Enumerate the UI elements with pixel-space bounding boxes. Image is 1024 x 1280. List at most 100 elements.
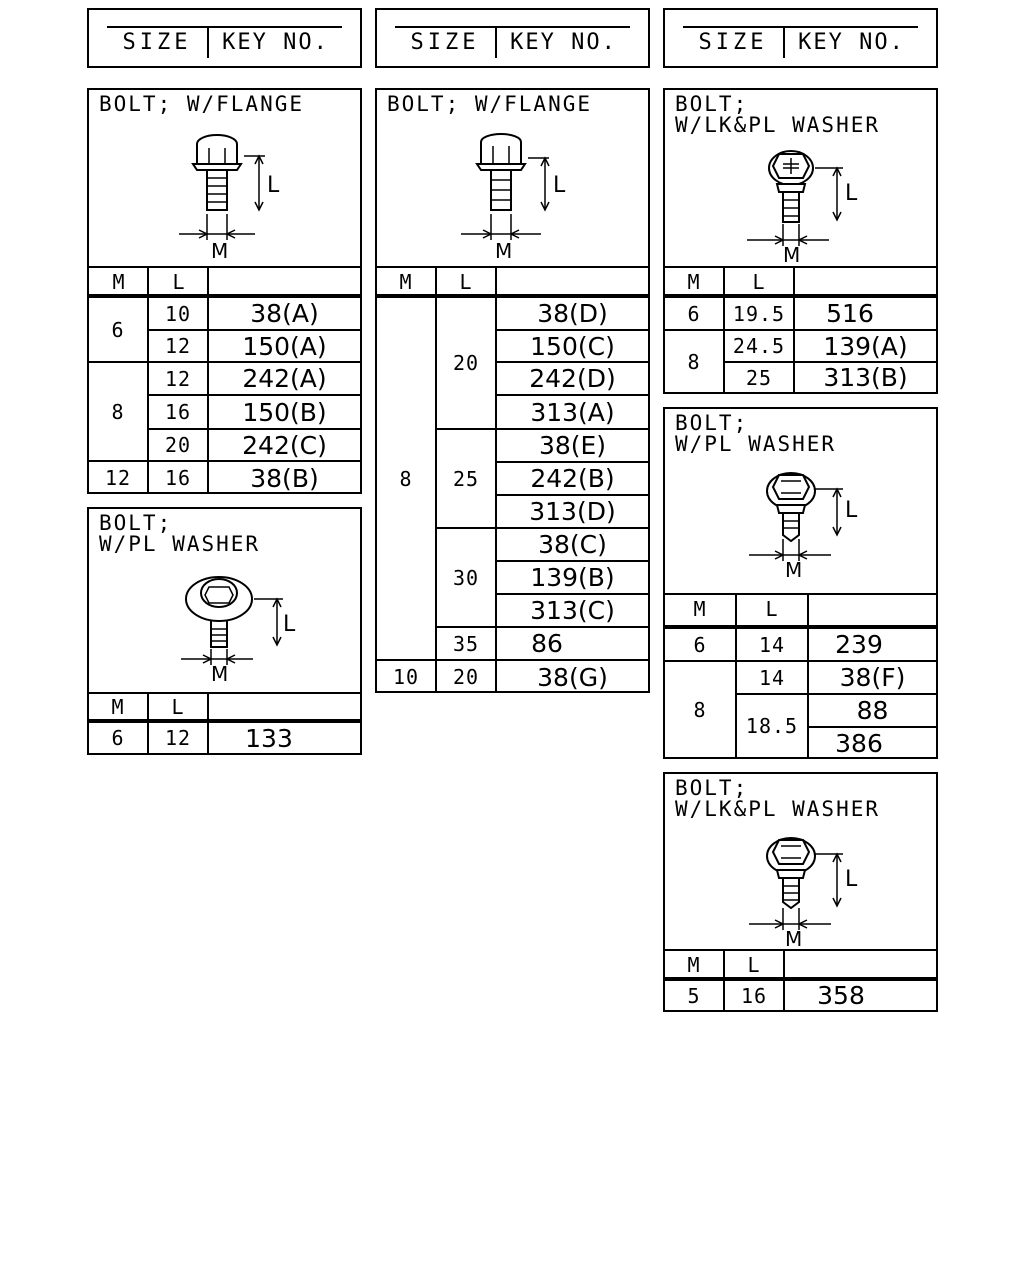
l-value: 30 bbox=[452, 565, 480, 590]
l-dimension-label: L bbox=[845, 498, 858, 523]
key-no-value: 313(A) bbox=[530, 397, 615, 427]
l-value: 16 bbox=[164, 466, 192, 490]
size-label: SIZE bbox=[683, 28, 785, 58]
key-no-value: 516 bbox=[826, 299, 874, 328]
key-no-value: 150(B) bbox=[242, 397, 327, 427]
l-value: 16 bbox=[740, 983, 768, 1008]
panel-bolt-flange-b: BOLT; W/FLANGE L M M L 8 10 20 25 30 35 … bbox=[375, 88, 650, 693]
l-value: 12 bbox=[164, 366, 192, 391]
key-no-value: 88 bbox=[856, 696, 889, 725]
l-column-label: L bbox=[172, 269, 186, 294]
panel-bolt-lkpl-washer-a: BOLT; W/LK&PL WASHER L M M L 6 8 19.5 24… bbox=[663, 88, 938, 394]
m-value: 6 bbox=[687, 301, 701, 326]
key-no-value: 242(A) bbox=[242, 364, 327, 393]
key-no-value: 38(D) bbox=[537, 299, 608, 328]
m-column-label: M bbox=[687, 269, 701, 294]
lkpl-bolt-icon: L M bbox=[749, 837, 858, 951]
key-no-value: 38(G) bbox=[537, 662, 608, 692]
washer-bolt-icon: L M bbox=[749, 472, 858, 582]
l-value: 18.5 bbox=[745, 714, 799, 738]
m-value: 8 bbox=[111, 399, 125, 424]
panel-title: BOLT; W/FLANGE bbox=[99, 92, 305, 116]
l-value: 16 bbox=[164, 400, 192, 424]
key-no-value: 358 bbox=[817, 981, 865, 1010]
m-value: 6 bbox=[111, 726, 125, 750]
l-dimension-label: L bbox=[267, 173, 280, 198]
l-column-label: L bbox=[171, 695, 185, 719]
l-dimension-label: L bbox=[553, 173, 566, 198]
l-dimension-label: L bbox=[845, 181, 858, 206]
key-no-value: 242(C) bbox=[242, 430, 327, 460]
m-value: 10 bbox=[392, 665, 420, 689]
key-no-value: 38(B) bbox=[250, 463, 319, 493]
key-no-value: 38(E) bbox=[538, 431, 607, 460]
panel-bolt-pl-washer-a: BOLT; W/PL WASHER L M M L 6 12 133 bbox=[87, 507, 362, 755]
panel-title: BOLT; W/LK&PL WASHER bbox=[675, 92, 881, 137]
l-value: 35 bbox=[452, 631, 480, 656]
m-value: 6 bbox=[693, 632, 707, 657]
l-column-label: L bbox=[752, 269, 766, 294]
m-value: 8 bbox=[399, 466, 413, 491]
key-no-label: KEY NO. bbox=[798, 30, 905, 55]
m-dimension-label: M bbox=[783, 243, 800, 267]
panel-bolt-lkpl-washer-b: BOLT; W/LK&PL WASHER L M M L 5 16 358 bbox=[663, 772, 938, 1012]
l-column-label: L bbox=[765, 596, 779, 621]
key-no-value: 139(B) bbox=[530, 563, 615, 592]
l-value: 20 bbox=[452, 351, 480, 375]
key-no-value: 86 bbox=[531, 629, 563, 658]
panel-title: BOLT; W/FLANGE bbox=[387, 92, 593, 116]
key-no-label: KEY NO. bbox=[222, 30, 329, 55]
l-value: 20 bbox=[164, 433, 192, 457]
flange-bolt-icon: L M bbox=[461, 133, 566, 263]
panel-title: BOLT; W/PL WASHER bbox=[99, 511, 261, 556]
size-key-header-3: SIZE KEY NO. bbox=[663, 8, 938, 68]
l-dimension-label: L bbox=[845, 867, 858, 892]
m-value: 8 bbox=[687, 349, 701, 374]
l-column-label: L bbox=[747, 952, 761, 977]
m-value: 6 bbox=[111, 317, 125, 342]
key-no-value: 242(B) bbox=[530, 464, 615, 493]
key-no-value: 133 bbox=[245, 723, 293, 753]
flange-bolt-icon: L M bbox=[179, 134, 280, 263]
m-column-label: M bbox=[687, 952, 701, 977]
l-value: 14 bbox=[758, 632, 786, 657]
panel-bolt-flange-a: BOLT; W/FLANGE L M M L 6 8 12 10 12 12 1… bbox=[87, 88, 362, 494]
panel-title: BOLT; W/LK&PL WASHER bbox=[675, 776, 881, 821]
l-value: 24.5 bbox=[732, 334, 786, 358]
m-column-label: M bbox=[111, 695, 125, 719]
key-no-value: 242(D) bbox=[529, 364, 616, 393]
m-value: 5 bbox=[687, 983, 701, 1008]
l-value: 25 bbox=[745, 365, 773, 390]
key-no-value: 38(F) bbox=[839, 663, 906, 692]
washer-bolt-icon: L M bbox=[181, 576, 296, 686]
m-dimension-label: M bbox=[211, 662, 228, 686]
l-value: 12 bbox=[164, 334, 192, 358]
key-no-value: 313(B) bbox=[823, 363, 908, 392]
m-column-label: M bbox=[693, 596, 707, 621]
m-value: 8 bbox=[693, 697, 707, 722]
l-value: 19.5 bbox=[732, 301, 786, 326]
l-value: 14 bbox=[758, 665, 786, 690]
m-dimension-label: M bbox=[785, 927, 802, 951]
key-no-value: 150(A) bbox=[242, 331, 327, 361]
key-no-label: KEY NO. bbox=[510, 30, 617, 55]
panel-bolt-pl-washer-b: BOLT; W/PL WASHER L M M L 6 8 14 14 18.5… bbox=[663, 407, 938, 759]
size-key-header-2: SIZE KEY NO. bbox=[375, 8, 650, 68]
size-label: SIZE bbox=[395, 28, 497, 58]
size-label: SIZE bbox=[107, 28, 209, 58]
m-dimension-label: M bbox=[495, 239, 512, 263]
m-column-label: M bbox=[399, 269, 413, 294]
key-no-value: 150(C) bbox=[530, 331, 615, 361]
l-value: 10 bbox=[164, 301, 192, 326]
l-value: 12 bbox=[164, 726, 192, 750]
l-value: 20 bbox=[452, 665, 480, 689]
key-no-value: 313(C) bbox=[530, 596, 615, 625]
key-no-value: 313(D) bbox=[529, 497, 616, 526]
l-column-label: L bbox=[459, 269, 473, 294]
key-no-value: 139(A) bbox=[823, 331, 908, 361]
m-value: 12 bbox=[104, 466, 132, 490]
lkpl-bolt-icon: L M bbox=[747, 150, 858, 267]
m-dimension-label: M bbox=[211, 239, 228, 263]
key-no-value: 239 bbox=[835, 630, 883, 659]
panel-title: BOLT; W/PL WASHER bbox=[675, 411, 837, 456]
